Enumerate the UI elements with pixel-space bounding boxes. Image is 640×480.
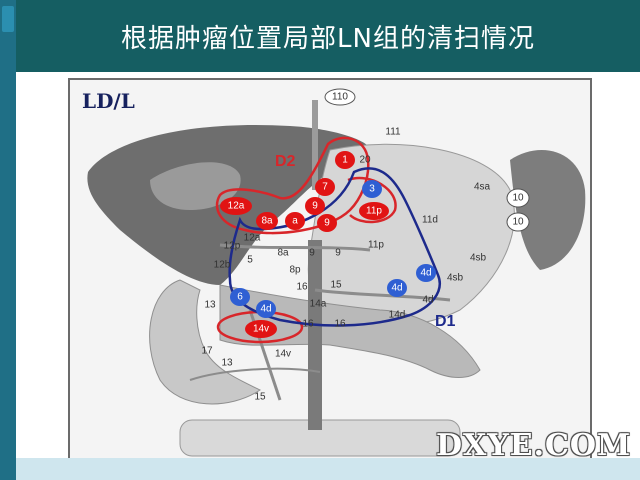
- plain-nodes: 110 111 20 4sa 10 10 11d 12p 5 8a 9 9 11…: [201, 88, 530, 403]
- node-16-c: 16: [334, 319, 346, 330]
- node-111: 111: [385, 127, 401, 138]
- node-13-b: 13: [221, 358, 233, 369]
- watermark: DXYE.COM: [436, 428, 632, 463]
- red-nodes: 1 7 9 11p 12a 8a a 9 14v: [220, 151, 389, 338]
- node-110: 110: [332, 92, 348, 103]
- d1-label: D1: [435, 313, 456, 330]
- node-11p: 11p: [368, 240, 384, 251]
- left-accent-strip: [0, 0, 16, 480]
- node-4sb: 4sb: [470, 253, 487, 264]
- celiac-vessel: [219, 243, 371, 252]
- node-4d-2: 4d: [422, 295, 433, 306]
- node-blue-4d-3: 4d: [260, 304, 271, 315]
- spleen-shape: [510, 150, 586, 270]
- slide-title: 根据肿瘤位置局部LN组的清扫情况: [121, 24, 535, 54]
- corner-label: LD/L: [82, 89, 135, 113]
- anatomy-shapes: [87, 100, 586, 457]
- d2-label: D2: [275, 153, 296, 170]
- node-red-1: 1: [342, 155, 348, 166]
- duodenum-shape: [149, 279, 261, 405]
- node-red-9-b: 9: [324, 218, 330, 229]
- node-4sb-2: 4sb: [447, 273, 464, 284]
- node-13-a: 13: [204, 300, 216, 311]
- mesenteric-vessel: [189, 367, 321, 381]
- aorta-vessel: [308, 240, 322, 430]
- node-red-11p: 11p: [366, 206, 382, 217]
- lymph-node-diagram: 110 111 20 4sa 10 10 11d 12p 5 8a 9 9 11…: [82, 88, 586, 457]
- node-11d: 11d: [422, 215, 438, 226]
- node-8a: 8a: [277, 248, 289, 259]
- node-4sa: 4sa: [474, 182, 491, 193]
- node-15-b: 15: [254, 392, 266, 403]
- node-8p: 8p: [289, 265, 301, 276]
- anatomy-figure: 110 111 20 4sa 10 10 11d 12p 5 8a 9 9 11…: [68, 78, 592, 468]
- node-17: 17: [201, 346, 213, 357]
- node-14a: 14a: [310, 299, 327, 310]
- node-14v-2: 14v: [275, 349, 291, 360]
- node-red-8a-2: a: [292, 216, 298, 227]
- node-red-12a: 12a: [228, 201, 245, 212]
- node-red-14v: 14v: [253, 324, 269, 335]
- node-12b: 12b: [214, 260, 231, 271]
- node-blue-4d-2: 4d: [391, 283, 402, 294]
- slide-header: 根据肿瘤位置局部LN组的清扫情况: [16, 0, 640, 72]
- node-red-7: 7: [322, 182, 328, 193]
- node-blue-6: 6: [237, 292, 243, 303]
- node-5: 5: [247, 255, 253, 266]
- node-blue-3: 3: [369, 184, 375, 195]
- node-12p: 12p: [224, 241, 241, 252]
- blue-nodes: 3 4d 4d 6 4d: [230, 180, 436, 318]
- node-10-a: 10: [512, 193, 524, 204]
- node-red-8a: 8a: [261, 216, 273, 227]
- stomach-shape: [307, 143, 515, 328]
- node-16-a: 16: [296, 282, 308, 293]
- node-16-b: 16: [302, 319, 314, 330]
- node-10-b: 10: [512, 217, 524, 228]
- node-9-a: 9: [309, 248, 315, 259]
- left-accent-tab: [2, 6, 14, 32]
- bottom-strip: [16, 458, 640, 480]
- node-15: 15: [330, 280, 342, 291]
- portal-vessel: [248, 309, 282, 401]
- node-14d: 14d: [389, 310, 406, 321]
- node-20: 20: [359, 155, 371, 166]
- node-red-9-a: 9: [312, 201, 318, 212]
- node-9-b: 9: [335, 248, 341, 259]
- node-12a-2: 12a: [244, 233, 261, 244]
- node-blue-4d: 4d: [420, 268, 431, 279]
